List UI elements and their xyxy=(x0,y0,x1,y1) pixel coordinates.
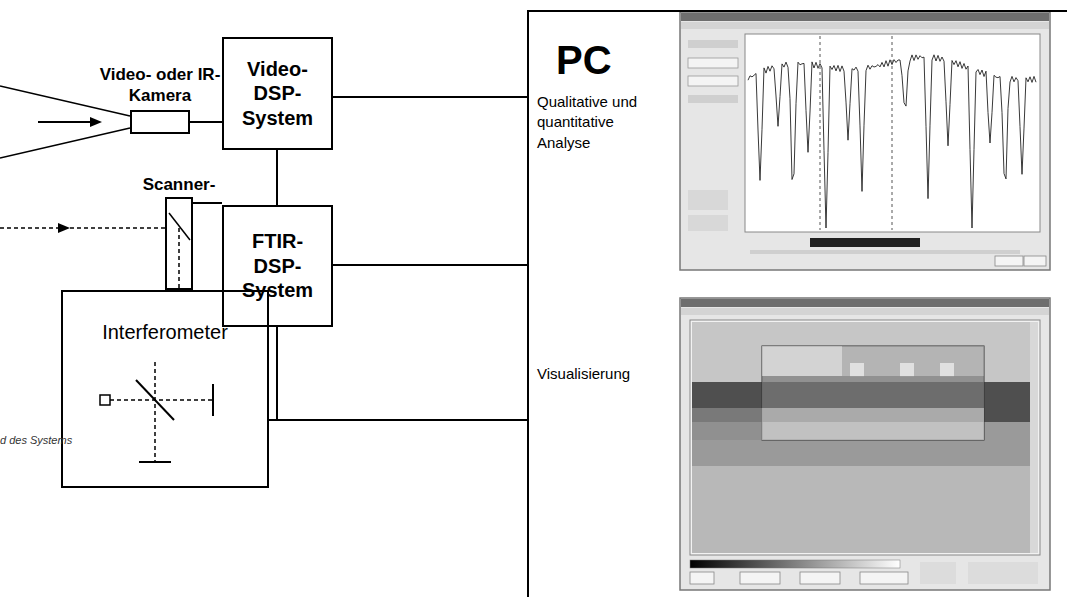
label-holder: Video- oder IR-Kamera xyxy=(94,65,226,106)
mirror-symbol xyxy=(139,461,171,463)
figure-caption: d des Systems xyxy=(0,434,72,446)
signal-line xyxy=(269,419,527,421)
camera-box: Video- oder IR-Kamera xyxy=(130,110,190,134)
beam-path xyxy=(178,228,180,288)
source-symbol xyxy=(100,395,110,405)
optic-ray xyxy=(0,86,130,116)
dsp-box: Video- DSP- System xyxy=(222,37,333,150)
label-holder: Visualisierung xyxy=(537,364,630,384)
visualisation-screenshot xyxy=(680,298,1050,590)
beam-path xyxy=(110,399,213,401)
optic-ray xyxy=(0,128,130,158)
pc-panel: PC Qualitative und quantitative AnalyseVi… xyxy=(527,10,1067,597)
interferometer-box: Interferometer xyxy=(61,290,269,488)
dsp-box: FTIR- DSP- System xyxy=(222,205,333,327)
section-label: Visualisierung xyxy=(537,364,630,384)
section-label: Qualitative und quantitative Analyse xyxy=(537,92,659,153)
camera-label: Video- oder IR-Kamera xyxy=(94,65,226,106)
signal-line xyxy=(276,150,278,205)
signal-line xyxy=(190,121,222,123)
scanner-label: Scanner- xyxy=(143,175,216,195)
box-title: Video- DSP- System xyxy=(242,57,313,130)
scanner-box: Scanner- xyxy=(165,197,193,290)
input-arrow xyxy=(38,121,92,123)
arrow-head xyxy=(90,117,102,127)
arrow-head xyxy=(58,223,70,233)
mirror-symbol xyxy=(212,384,214,416)
box-title: Interferometer xyxy=(67,320,263,344)
spectrum-screenshot xyxy=(680,12,1050,270)
beam-path xyxy=(0,227,165,229)
signal-line xyxy=(333,96,527,98)
beam-path xyxy=(154,362,156,462)
signal-line xyxy=(193,202,222,204)
label-holder: Scanner- xyxy=(143,175,216,195)
signal-line xyxy=(333,264,527,266)
panel-title: PC xyxy=(556,40,612,80)
signal-line xyxy=(269,327,277,420)
